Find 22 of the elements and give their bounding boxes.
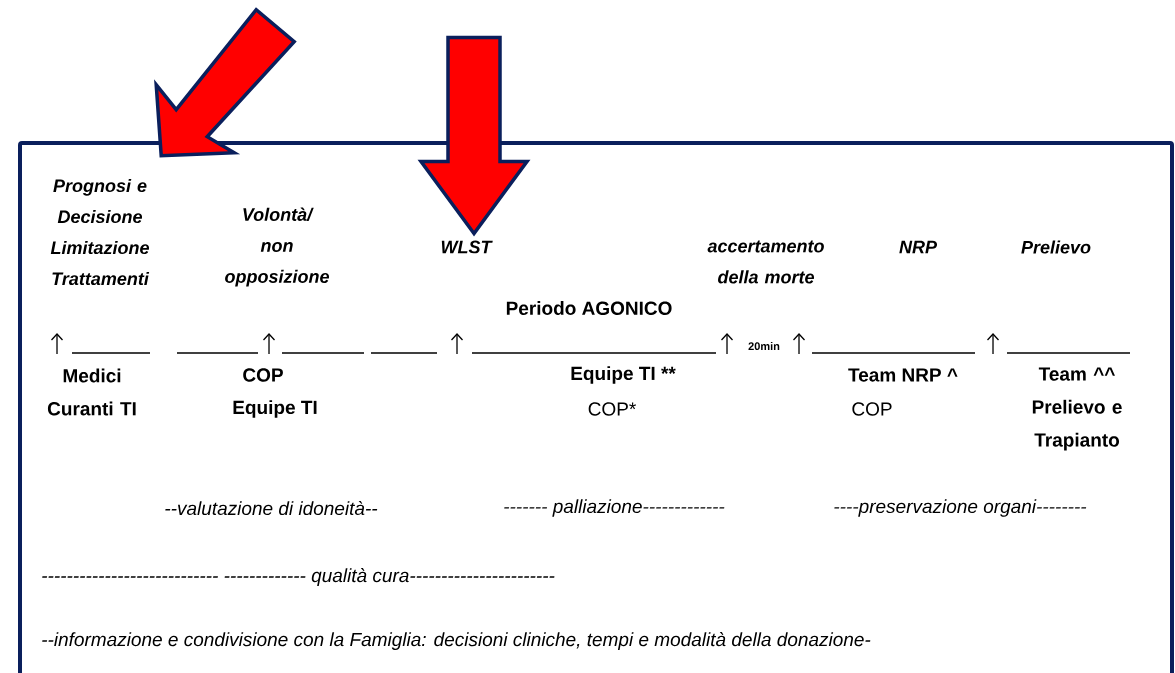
activity-line: ----preservazione organi--------	[834, 499, 1087, 517]
team-label: COP	[243, 368, 283, 382]
pointer-arrow	[154, 7, 297, 158]
phase-label: Prognosi e Decisione Limitazione Trattamenti	[50, 178, 150, 286]
team-label: Team NRP ^	[848, 368, 958, 382]
activity-line: ---------------------------- ------------- qualità cura-----------------------	[42, 568, 555, 586]
activity-line: --informazione e condivisione con la Famiglia: decisioni cliniche, tempi e modalità della donazione-	[42, 632, 871, 650]
phase-label: WLST	[441, 240, 493, 254]
period-label: Periodo AGONICO	[506, 301, 672, 315]
phase-label: Volontà/ non opposizione	[225, 207, 330, 287]
phase-label: Prelievo	[1021, 240, 1091, 254]
team-label: Equipe TI **	[571, 366, 676, 384]
team-label: Equipe TI	[233, 400, 317, 418]
team-label: Team ^^ Prelievo e Trapianto	[1032, 367, 1122, 451]
phase-label: accertamento della morte	[707, 240, 824, 284]
duration-label: 20min	[748, 341, 780, 351]
team-label: Medici Curanti TI	[47, 368, 136, 416]
phase-label: NRP	[899, 240, 938, 254]
activity-line: --valutazione di idoneità--	[165, 500, 378, 516]
team-label: COP	[852, 402, 892, 416]
activity-line: ------- palliazione-------------	[504, 499, 725, 517]
team-label: COP*	[588, 402, 636, 416]
